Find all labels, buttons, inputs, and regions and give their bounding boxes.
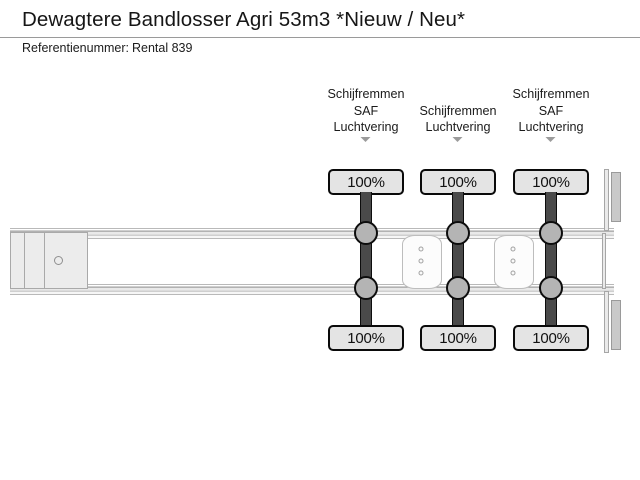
axle-1-stem bbox=[360, 192, 372, 340]
chevron-down-icon bbox=[360, 136, 371, 142]
rear-bumper-post-bottom bbox=[611, 300, 621, 350]
axle-3-top-hub bbox=[539, 221, 563, 245]
hanger-bolt bbox=[418, 246, 424, 252]
axle-2-label-line-2: Luchtvering bbox=[425, 120, 491, 134]
axle-assembly-2: 100% 100% bbox=[420, 62, 496, 480]
rear-bumper-stay-top bbox=[604, 169, 609, 231]
kingpin-plate bbox=[10, 232, 88, 289]
axle-3-bottom-hub bbox=[539, 276, 563, 300]
suspension-hanger-2 bbox=[494, 235, 534, 289]
suspension-hanger-2-bolts bbox=[510, 246, 516, 276]
reference-value: Rental 839 bbox=[132, 41, 193, 55]
page-title: Dewagtere Bandlosser Agri 53m3 *Nieuw / … bbox=[22, 8, 466, 31]
axle-3-label-line-1: Schijfremmen bbox=[512, 87, 590, 101]
hanger-bolt bbox=[510, 258, 516, 264]
hanger-bolt bbox=[510, 246, 516, 252]
chevron-down-icon bbox=[452, 136, 463, 142]
axle-2-bottom-hub bbox=[446, 276, 470, 300]
hanger-bolt bbox=[418, 270, 424, 276]
kingpin-plate-divider-2 bbox=[44, 233, 45, 288]
axle-3-label-line-2: SAF bbox=[538, 103, 564, 118]
axle-3-label-line-3: Luchtvering bbox=[518, 120, 584, 134]
axle-1-annotation: Schijfremmen SAF Luchtvering bbox=[327, 86, 405, 142]
suspension-hanger-1-bolts bbox=[418, 246, 424, 276]
reference-label: Referentienummer: bbox=[22, 41, 129, 55]
axle-3-bottom-tread-badge[interactable]: 100% bbox=[513, 325, 589, 351]
axle-assembly-3: 100% 100% bbox=[513, 62, 589, 480]
hanger-bolt bbox=[510, 270, 516, 276]
axle-3-annotation: Schijfremmen SAF Luchtvering bbox=[512, 86, 590, 142]
axle-2-top-hub bbox=[446, 221, 470, 245]
chevron-down-icon bbox=[545, 136, 556, 142]
kingpin-icon bbox=[54, 256, 63, 265]
axle-2-annotation: Schijfremmen Luchtvering bbox=[419, 103, 497, 142]
rear-bumper-stay-bottom bbox=[604, 291, 609, 353]
chassis-bottom-rail bbox=[10, 284, 614, 295]
rear-bumper-post-top bbox=[611, 172, 621, 222]
kingpin-plate-divider-1 bbox=[24, 233, 25, 288]
axle-3-top-tread-badge[interactable]: 100% bbox=[513, 169, 589, 195]
axle-2-bottom-tread-badge[interactable]: 100% bbox=[420, 325, 496, 351]
hanger-bolt bbox=[418, 258, 424, 264]
reference-number: Referentienummer:Rental 839 bbox=[22, 41, 192, 55]
page-header: Dewagtere Bandlosser Agri 53m3 *Nieuw / … bbox=[0, 0, 640, 62]
axle-1-label-line-2: SAF bbox=[353, 103, 379, 118]
axle-2-stem bbox=[452, 192, 464, 340]
header-divider bbox=[0, 37, 640, 38]
axle-1-bottom-tread-badge[interactable]: 100% bbox=[328, 325, 404, 351]
axle-3-stem bbox=[545, 192, 557, 340]
rear-upright bbox=[602, 233, 606, 289]
suspension-hanger-1 bbox=[402, 235, 442, 289]
chassis-top-rail bbox=[10, 228, 614, 239]
axle-2-label-line-1: Schijfremmen bbox=[419, 103, 497, 118]
axle-1-label-line-3: Luchtvering bbox=[333, 120, 399, 134]
axle-1-top-hub bbox=[354, 221, 378, 245]
axle-assembly-1: 100% 100% bbox=[328, 62, 404, 480]
trailer-diagram: Schijfremmen SAF Luchtvering Schijfremme… bbox=[0, 62, 640, 480]
axle-1-label-line-1: Schijfremmen bbox=[327, 87, 405, 101]
axle-1-bottom-hub bbox=[354, 276, 378, 300]
